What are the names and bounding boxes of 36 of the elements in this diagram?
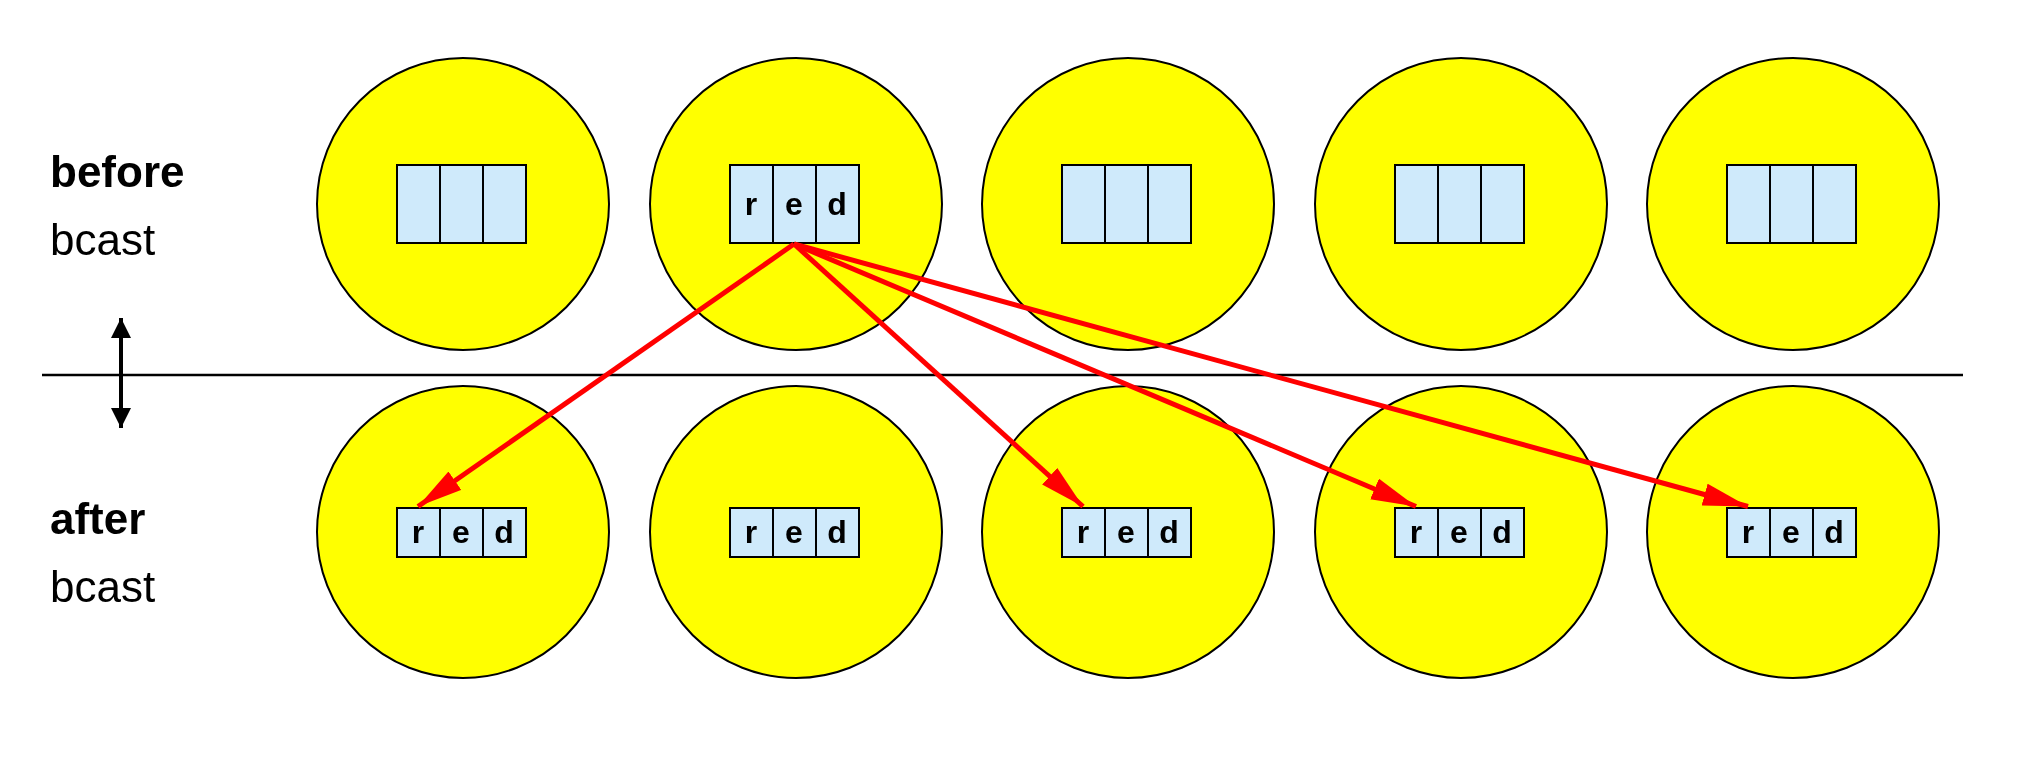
- array-cell: r: [1725, 506, 1771, 558]
- row-label: after: [50, 497, 146, 541]
- array-cell: r: [1393, 506, 1439, 558]
- array-cell: r: [395, 506, 441, 558]
- array-cell: r: [1060, 506, 1106, 558]
- empty-array-cell: [1725, 164, 1771, 244]
- empty-array-cell: [1103, 164, 1149, 244]
- array-cell: e: [1103, 506, 1149, 558]
- array-cell: r: [728, 164, 774, 244]
- array-cell: d: [814, 164, 860, 244]
- empty-array-cell: [1393, 164, 1439, 244]
- empty-array-cell: [438, 164, 484, 244]
- row-label: bcast: [50, 565, 156, 609]
- empty-array-cell: [1060, 164, 1106, 244]
- array-cell: d: [814, 506, 860, 558]
- array-cell: d: [1479, 506, 1525, 558]
- row-label: bcast: [50, 218, 156, 262]
- array-cell: e: [438, 506, 484, 558]
- empty-array-cell: [1811, 164, 1857, 244]
- array-cell: e: [1768, 506, 1814, 558]
- array-cell: e: [1436, 506, 1482, 558]
- array-cell: d: [481, 506, 527, 558]
- empty-array-cell: [1768, 164, 1814, 244]
- array-cell: e: [771, 164, 817, 244]
- arrow: [416, 241, 796, 509]
- array-cell: d: [1811, 506, 1857, 558]
- empty-array-cell: [481, 164, 527, 244]
- empty-array-cell: [395, 164, 441, 244]
- array-cell: d: [1146, 506, 1192, 558]
- row-label: before: [50, 150, 185, 194]
- arrow: [793, 241, 1749, 509]
- empty-array-cell: [1146, 164, 1192, 244]
- empty-array-cell: [1479, 164, 1525, 244]
- array-cell: e: [771, 506, 817, 558]
- array-cell: r: [728, 506, 774, 558]
- empty-array-cell: [1436, 164, 1482, 244]
